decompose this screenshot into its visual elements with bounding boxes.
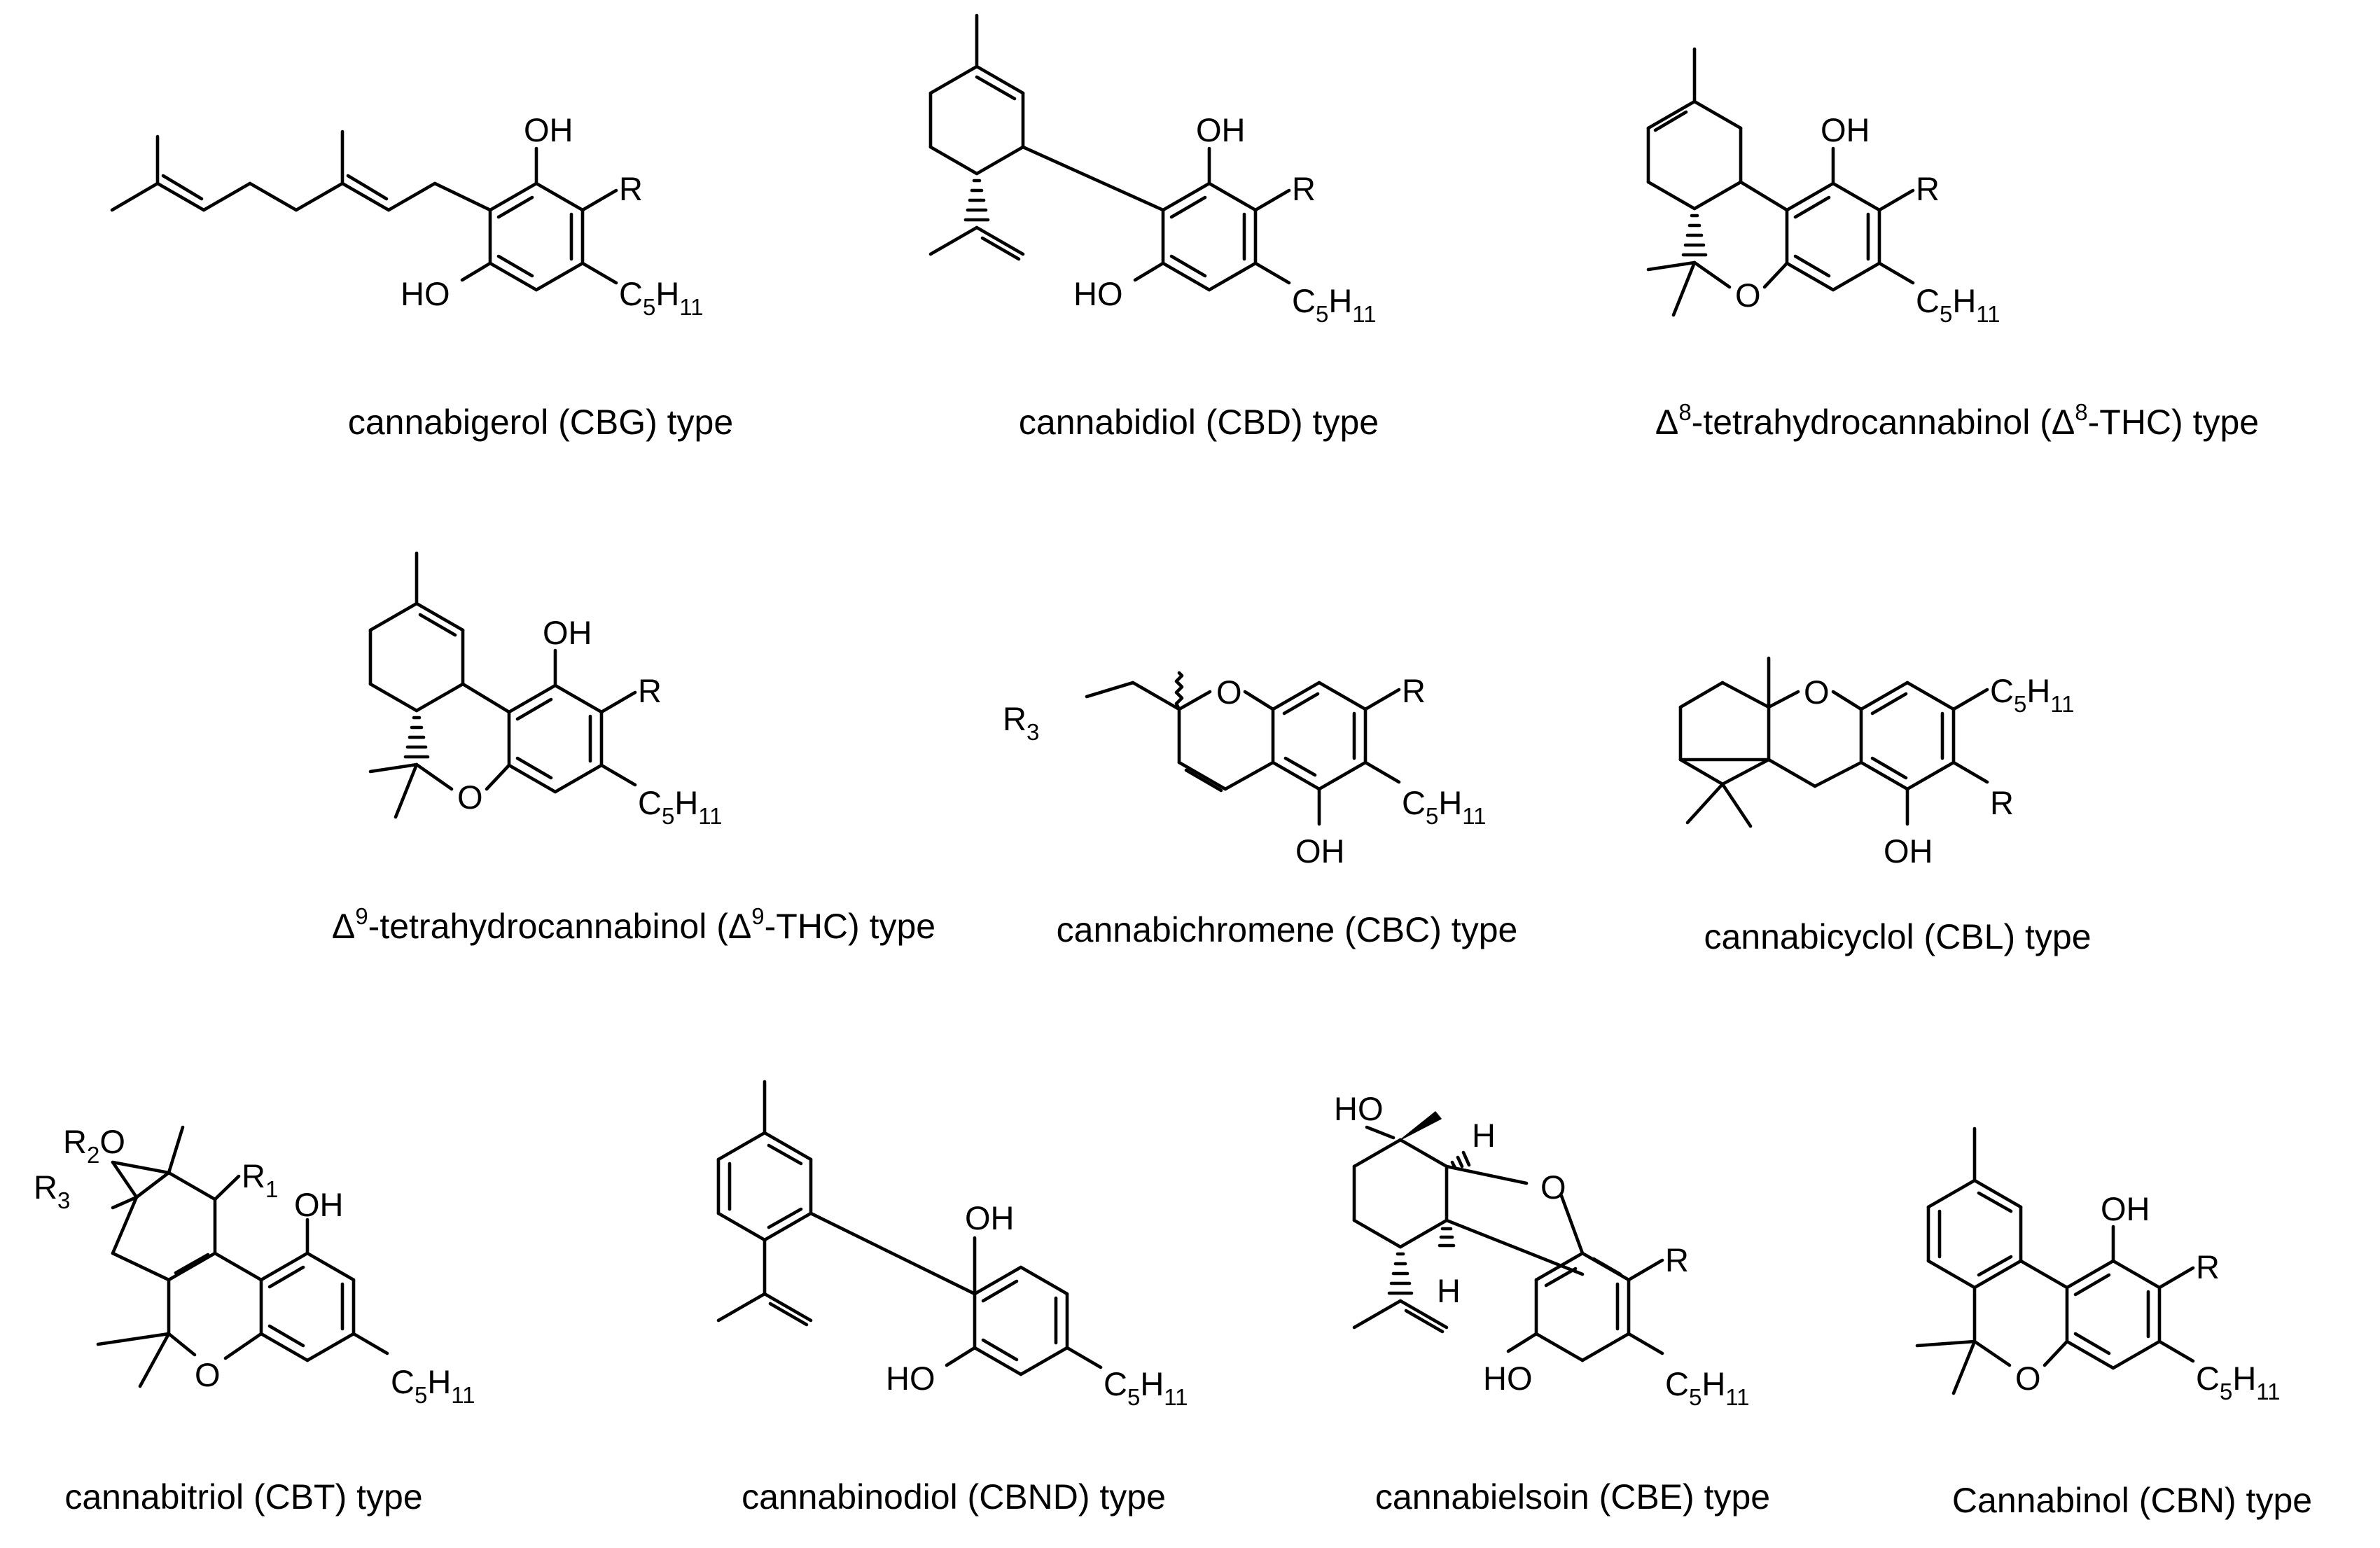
d8thc-oh-label: OH — [1821, 111, 1870, 148]
d9thc-pentyl-label: C5H11 — [638, 784, 723, 829]
cbn-caption: Cannabinol (CBN) type — [1952, 1481, 2312, 1520]
cbl-oh-label: OH — [1884, 832, 1933, 870]
cbc-pentyl-label: C5H11 — [1402, 784, 1487, 829]
cbe-o-label: O — [1540, 1169, 1566, 1206]
cbe-pentyl-label: C5H11 — [1665, 1365, 1750, 1410]
cbe-hashed-bond-top — [1450, 1150, 1471, 1170]
cbl-caption: cannabicyclol (CBL) type — [1704, 917, 2091, 956]
structure-d9thc: OH R O C5H11 Δ9-tetrahydrocannabinol (Δ9… — [332, 551, 935, 946]
cbg-pentyl-label: C5H11 — [619, 275, 704, 320]
cbd-pentyl-label: C5H11 — [1292, 282, 1377, 327]
cbd-oh-label: OH — [1196, 111, 1246, 148]
cbnd-pentyl-label: C5H11 — [1104, 1365, 1188, 1410]
cbd-r-label: R — [1292, 170, 1316, 207]
cbc-o-label: O — [1216, 674, 1242, 711]
d9thc-r-label: R — [638, 672, 662, 709]
cbg-oh-label: OH — [524, 111, 573, 148]
d9thc-caption: Δ9-tetrahydrocannabinol (Δ9-THC) type — [332, 903, 935, 946]
cbnd-caption: cannabinodiol (CBND) type — [742, 1477, 1166, 1516]
cbnd-ho-label: HO — [886, 1360, 935, 1397]
cbt-caption: cannabitriol (CBT) type — [64, 1477, 422, 1516]
cbe-ho-label: HO — [1334, 1090, 1384, 1127]
structure-cbg: OH R HO C5H11 cannabigerol (CBG) type — [110, 111, 733, 442]
d8thc-hashed-bond — [1681, 214, 1708, 257]
cbn-oh-label: OH — [2101, 1190, 2150, 1227]
cbt-o-label: O — [195, 1356, 221, 1393]
cbc-oh-label: OH — [1295, 832, 1345, 870]
cbl-r-label: R — [1990, 784, 2014, 821]
cbe-h2-label: H — [1437, 1272, 1461, 1309]
structure-cbnd: OH HO C5H11 cannabinodiol (CBND) type — [716, 1080, 1188, 1516]
cbe-h1-label: H — [1472, 1117, 1496, 1154]
structure-cbt: R2O R3 R1 OH O C5H11 cannabitriol (CBT) … — [34, 1123, 475, 1516]
cbg-r-label: R — [619, 170, 643, 207]
structure-cbc: R3 O R C5H11 OH cannabichromene (CBC) ty… — [1003, 671, 1518, 949]
structure-cbl: O C5H11 R OH cannabicyclol (CBL) type — [1678, 656, 2092, 956]
cbg-caption: cannabigerol (CBG) type — [348, 403, 733, 442]
cbe-hashed-bond-mid — [1438, 1227, 1456, 1248]
structure-cbn: OH R O C5H11 Cannabinol (CBN) type — [1915, 1127, 2312, 1520]
cbc-r3-label: R3 — [1003, 700, 1039, 745]
cbl-o-label: O — [1804, 674, 1830, 711]
cbn-o-label: O — [2015, 1360, 2041, 1397]
cbd-caption: cannabidiol (CBD) type — [1019, 403, 1379, 442]
structure-d8thc: OH R O C5H11 Δ8-tetrahydrocannabinol (Δ8… — [1646, 47, 2259, 442]
structure-cbe: HO H O H R HO C5H11 cannabielsoin (CBE) … — [1334, 1090, 1770, 1516]
cbc-caption: cannabichromene (CBC) type — [1057, 910, 1518, 949]
cbe-wedge-bond — [1400, 1111, 1442, 1141]
cbg-ho-label: HO — [401, 275, 450, 312]
d9thc-hashed-bond — [403, 716, 430, 759]
cbc-r-label: R — [1402, 672, 1426, 709]
cbl-pentyl-label: C5H11 — [1990, 672, 2075, 717]
cbd-ho-label: HO — [1073, 275, 1123, 312]
cbe-ho2-label: HO — [1483, 1360, 1533, 1397]
cbt-r3-label: R3 — [34, 1169, 70, 1213]
d9thc-oh-label: OH — [543, 614, 592, 651]
cbt-pentyl-label: C5H11 — [391, 1363, 475, 1408]
d8thc-caption: Δ8-tetrahydrocannabinol (Δ8-THC) type — [1655, 399, 2259, 442]
d9thc-o-label: O — [457, 779, 483, 816]
d8thc-pentyl-label: C5H11 — [1916, 282, 2000, 327]
d8thc-r-label: R — [1916, 170, 1940, 207]
cbn-r-label: R — [2196, 1248, 2220, 1285]
d8thc-o-label: O — [1735, 277, 1761, 314]
cbd-hashed-bond — [963, 179, 990, 222]
cbe-caption: cannabielsoin (CBE) type — [1375, 1477, 1770, 1516]
cbt-r2o-label: R2O — [63, 1123, 125, 1168]
cbt-oh-label: OH — [294, 1186, 344, 1223]
cbn-pentyl-label: C5H11 — [2196, 1360, 2281, 1404]
structure-cbd: OH R HO C5H11 cannabidiol (CBD) type — [928, 13, 1379, 442]
cbe-hashed-bond-isopropenyl — [1387, 1252, 1414, 1295]
cbe-r-label: R — [1665, 1241, 1689, 1278]
cbt-r1-label: R1 — [242, 1157, 278, 1202]
cbnd-oh-label: OH — [965, 1199, 1015, 1236]
